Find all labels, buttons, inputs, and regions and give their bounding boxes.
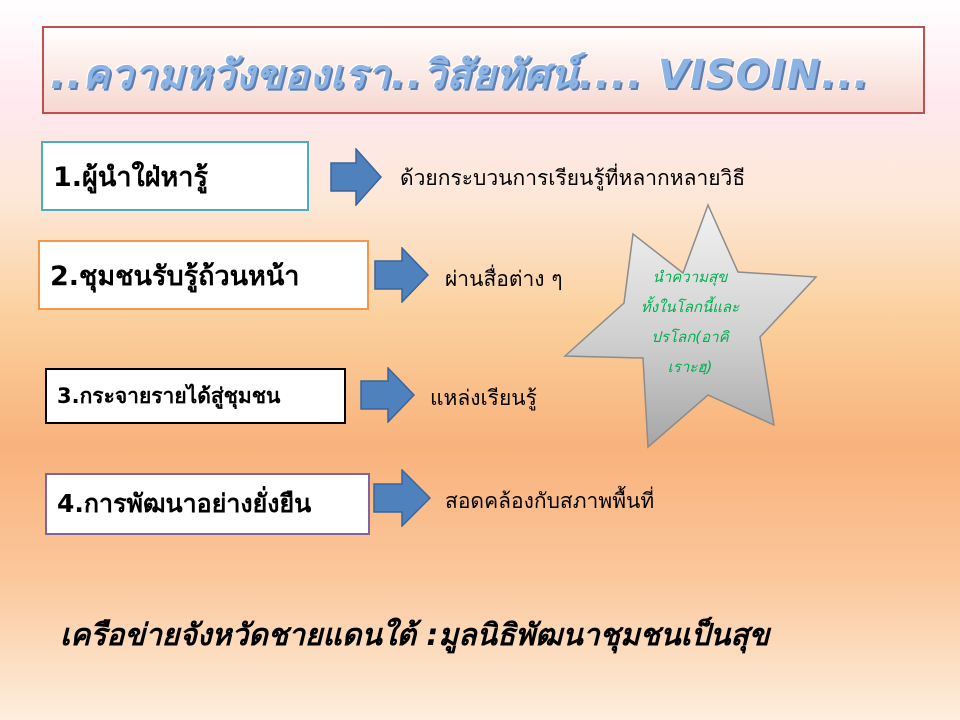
item-label-1: 1.ผู้นำใฝ่หารู้ bbox=[53, 161, 208, 193]
star-line-4: เราะฮฺ) bbox=[667, 358, 713, 376]
star-line-3: ปรโลก(อาคิ bbox=[651, 328, 729, 346]
item-box-4: 4.การพัฒนาอย่างยั่งยืน bbox=[45, 473, 370, 535]
item-description-4: สอดคล้องกับสภาพพื้นที่ bbox=[445, 489, 655, 513]
arrow-right-icon-3 bbox=[360, 367, 415, 423]
slide-title: ..ความหวังของเรา..วิสัยทัศน์.... VISOIN.… bbox=[50, 52, 870, 98]
item-label-3: 3.กระจายรายได้สู่ชุมชน bbox=[57, 383, 281, 408]
star-shape bbox=[563, 203, 818, 449]
footer-text: เครือข่ายจังหวัดชายแดนใต้ :มูลนิธิพัฒนาช… bbox=[60, 618, 770, 653]
arrow-right-icon-2 bbox=[374, 247, 429, 303]
arrow-right-icon-1 bbox=[330, 148, 382, 206]
item-label-4: 4.การพัฒนาอย่างยั่งยืน bbox=[57, 489, 312, 518]
item-box-3: 3.กระจายรายได้สู่ชุมชน bbox=[45, 368, 346, 424]
item-description-3: แหล่งเรียนรู้ bbox=[430, 386, 537, 410]
arrow-right-icon-4 bbox=[373, 469, 431, 527]
star-line-2: ทั้งในโลกนี้และ bbox=[640, 298, 740, 316]
item-label-2: 2.ชุมชนรับรู้ถ้วนหน้า bbox=[50, 260, 300, 292]
star-text: นำความสุข ทั้งในโลกนี้และ ปรโลก(อาคิ เรา… bbox=[620, 262, 760, 382]
item-description-1: ด้วยกระบวนการเรียนรู้ที่หลากหลายวิธี bbox=[400, 166, 746, 190]
item-box-2: 2.ชุมชนรับรู้ถ้วนหน้า bbox=[38, 240, 369, 310]
item-box-1: 1.ผู้นำใฝ่หารู้ bbox=[41, 141, 309, 211]
item-description-2: ผ่านสื่อต่าง ๆ bbox=[445, 267, 563, 291]
title-box: ..ความหวังของเรา..วิสัยทัศน์.... VISOIN.… bbox=[42, 26, 925, 114]
star-line-1: นำความสุข bbox=[652, 268, 728, 286]
